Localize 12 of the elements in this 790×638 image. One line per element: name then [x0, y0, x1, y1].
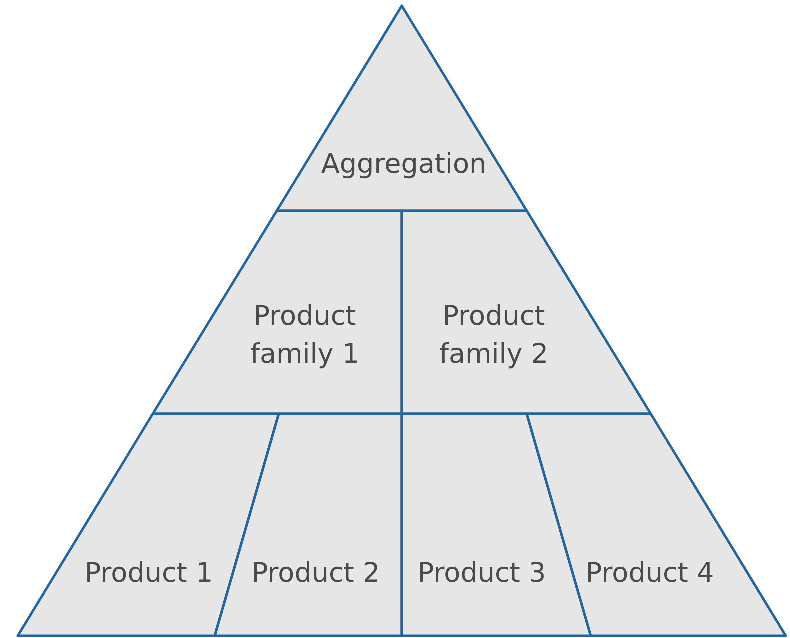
segment-label: Product family 1	[249, 300, 361, 372]
segment-label: Aggregation	[321, 148, 487, 182]
pyramid-segment	[277, 6, 527, 211]
pyramid-segment	[215, 414, 402, 636]
pyramid-segment	[153, 211, 402, 414]
segment-label: Product 4	[586, 557, 714, 591]
pyramid-segment	[527, 414, 786, 636]
pyramid-segment	[402, 211, 651, 414]
segment-label: Product 3	[418, 557, 546, 591]
segment-label: Product family 2	[438, 300, 550, 372]
segment-label: Product 1	[84, 557, 214, 591]
segment-label: Product 2	[252, 557, 380, 591]
